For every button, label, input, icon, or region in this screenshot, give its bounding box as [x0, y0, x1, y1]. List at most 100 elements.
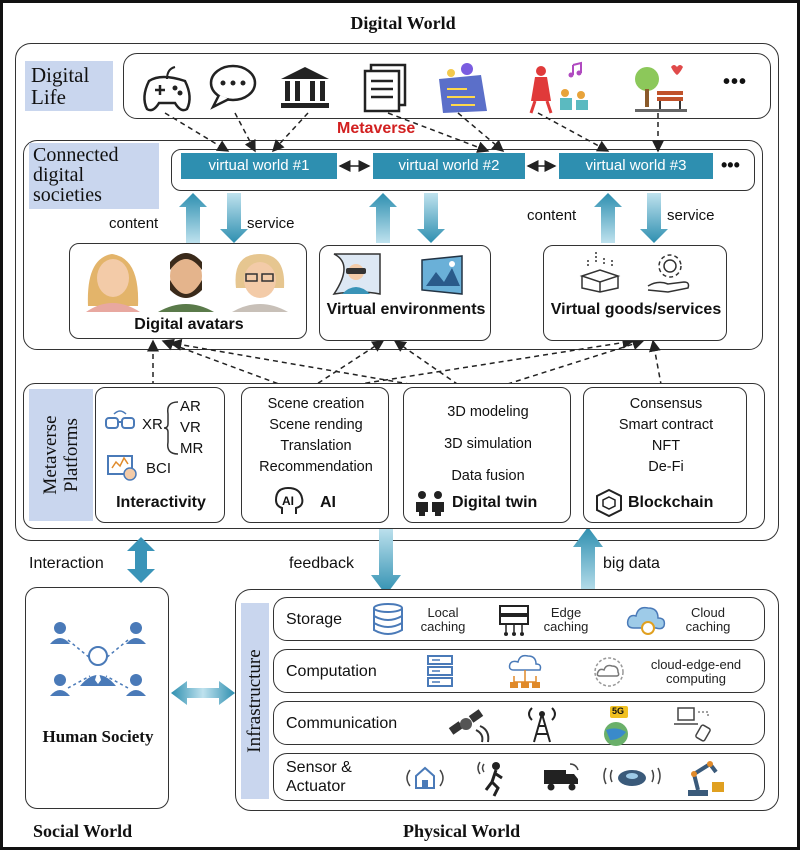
digital-life-label: Digital Life — [25, 61, 113, 111]
storage-row: Storage Local caching Edge caching Cloud… — [273, 597, 765, 641]
goods-services-icon — [579, 252, 690, 293]
sensor-row: Sensor & Actuator — [273, 753, 765, 801]
interactivity-caption: Interactivity — [116, 494, 206, 511]
ar-label: AR — [180, 398, 201, 415]
storage-label: Storage — [286, 611, 343, 628]
feedback-arrow — [371, 527, 401, 595]
arrow-overlay — [127, 112, 668, 705]
robot-arm-icon — [688, 761, 724, 796]
twin-item: Data fusion — [451, 468, 525, 484]
virtual-world-2: virtual world #2 — [373, 153, 525, 179]
cloud-edge-end-label: cloud-edge-end computing — [650, 657, 742, 686]
ai-box: Scene creation Scene rending Translation… — [241, 387, 389, 523]
blockchain-item: NFT — [651, 438, 681, 454]
people-network-icon — [50, 622, 146, 696]
xr-label: XR — [142, 416, 163, 433]
blockchain-item: Smart contract — [618, 417, 714, 433]
digital-world-title: Digital World — [350, 13, 456, 33]
human-society-box: Human Society — [25, 587, 169, 809]
cloud-network-icon — [508, 654, 542, 688]
bank-icon — [281, 67, 329, 108]
virtual-world-1: virtual world #1 — [181, 153, 337, 179]
digital-life-ellipsis: ••• — [723, 71, 748, 93]
blockchain-item: De-Fi — [648, 459, 684, 475]
twin-people-icon — [416, 491, 444, 516]
motion-sensor-icon — [477, 761, 503, 797]
edge-server-icon — [499, 605, 529, 636]
ai-item: Translation — [280, 438, 352, 454]
virtual-world-3: virtual world #3 — [559, 153, 713, 179]
virtual-environments-label: Virtual environments — [326, 301, 486, 318]
5g-label: 5G — [612, 706, 625, 716]
ai-head-icon — [274, 486, 304, 514]
park-icon — [635, 65, 687, 112]
human-society-label: Human Society — [42, 727, 154, 746]
service-right-label: service — [667, 207, 715, 224]
communication-row: Communication 5G — [273, 701, 765, 746]
cloud-caching-label: Cloud caching — [685, 605, 731, 634]
big-data-label: big data — [603, 555, 660, 572]
vr-environment-icon — [332, 253, 463, 295]
smart-home-icon — [406, 766, 444, 789]
vr-label: VR — [180, 419, 201, 436]
virtual-goods-box: Virtual goods/services — [543, 245, 727, 341]
interaction-arrow — [127, 537, 155, 583]
metaverse-platforms-label: Metaverse Platforms — [29, 389, 93, 521]
blockchain-caption: Blockchain — [628, 494, 714, 511]
physical-world-title: Physical World — [403, 821, 521, 841]
world-outcome-block-arrows — [179, 193, 668, 243]
metaverse-label: Metaverse — [337, 120, 416, 137]
ai-item: Recommendation — [259, 459, 373, 475]
bci-label: BCI — [146, 460, 172, 477]
digital-twin-caption: Digital twin — [452, 494, 538, 511]
sensor-actuator-label: Sensor & Actuator — [286, 759, 352, 795]
cloud-gear-icon — [626, 606, 666, 635]
gamepad-icon — [143, 66, 191, 112]
database-icon — [373, 603, 403, 635]
bci-icon — [107, 455, 137, 481]
digital-avatars-box: Digital avatars — [69, 243, 307, 339]
xr-glasses-icon — [105, 410, 135, 429]
5g-globe-icon — [604, 706, 628, 746]
computation-label: Computation — [286, 663, 377, 680]
digital-life-icons — [143, 61, 687, 114]
twin-item: 3D simulation — [444, 436, 532, 452]
ai-item: Scene rending — [269, 417, 363, 433]
virtual-worlds-ellipsis: ••• — [721, 155, 740, 175]
gear-hand-icon — [647, 254, 690, 293]
cloud-edge-end-icon — [594, 657, 624, 687]
virtual-environments-box: Virtual environments — [319, 245, 491, 341]
document-icon — [363, 63, 407, 113]
life-to-world-arrows — [164, 112, 664, 153]
mr-label: MR — [180, 440, 204, 457]
box-gift-icon — [579, 252, 621, 293]
social-world-title: Social World — [33, 821, 133, 841]
feedback-label: feedback — [289, 555, 354, 572]
content-right-label: content — [527, 207, 577, 224]
big-data-arrow — [573, 527, 603, 595]
infrastructure-label: Infrastructure — [241, 603, 269, 799]
concert-icon — [529, 61, 588, 114]
local-caching-label: Local caching — [420, 605, 466, 634]
antenna-tower-icon — [528, 707, 556, 743]
avatars-icon — [86, 253, 288, 312]
interaction-label: Interaction — [29, 555, 104, 572]
connected-societies-label: Connected digital societies — [29, 143, 159, 209]
content-left-label: content — [109, 215, 159, 232]
digital-twin-box: 3D modeling 3D simulation Data fusion Di… — [403, 387, 571, 523]
service-left-label: service — [247, 215, 295, 232]
interactivity-box: XR AR VR MR BCI Interactivity — [95, 387, 225, 523]
xr-bracket — [163, 401, 179, 455]
chat-icon — [209, 64, 257, 110]
virtual-goods-label: Virtual goods/services — [550, 301, 722, 318]
robot-vacuum-icon — [603, 767, 661, 786]
computation-row: Computation cloud-edge-end computing — [273, 649, 765, 693]
tech-card-icon — [439, 63, 487, 113]
communication-label: Communication — [286, 715, 398, 732]
ai-icon-text: AI — [282, 494, 294, 508]
blockchain-item: Consensus — [629, 396, 703, 412]
digital-avatars-label: Digital avatars — [134, 316, 244, 333]
truck-icon — [544, 763, 579, 791]
devices-network-icon — [674, 707, 711, 742]
